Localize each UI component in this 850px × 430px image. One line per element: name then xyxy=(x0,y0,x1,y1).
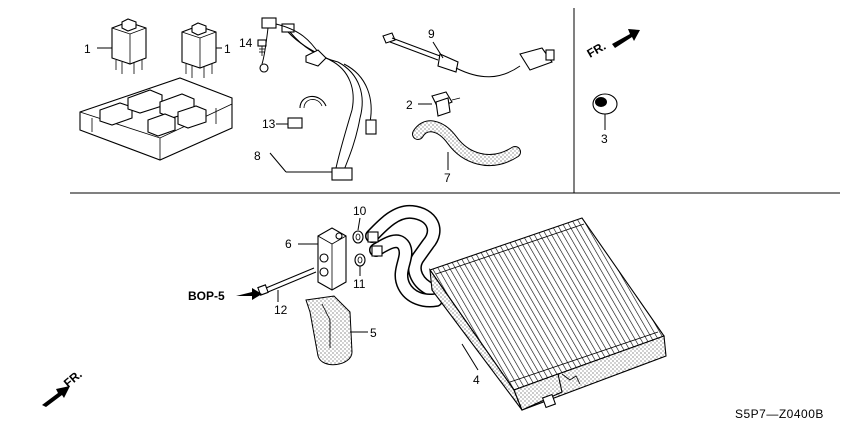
relay-right xyxy=(181,22,217,78)
front-arrow-upper-icon xyxy=(612,29,640,48)
evaporator xyxy=(365,204,667,411)
grommet xyxy=(431,91,461,117)
label-harness: 8 xyxy=(254,149,261,163)
bolt xyxy=(257,267,317,296)
front-arrow-lower-icon xyxy=(42,386,70,407)
label-bolt: 12 xyxy=(274,303,288,317)
o-ring-lower xyxy=(354,253,366,267)
upper-panel-frame xyxy=(70,8,840,194)
label-thermistor: 9 xyxy=(428,27,435,41)
thermistor xyxy=(382,32,555,78)
front-arrow-lower: FR. xyxy=(42,367,85,407)
relay-box xyxy=(79,77,233,161)
reference-label: BOP-5 xyxy=(188,289,225,303)
o-ring-upper xyxy=(352,230,364,244)
expansion-valve xyxy=(317,227,347,291)
harness xyxy=(259,17,377,181)
label-expansion-valve: 6 xyxy=(285,237,292,251)
label-bushing: 3 xyxy=(601,132,608,146)
label-o-ring-upper: 10 xyxy=(353,204,367,218)
seal xyxy=(305,295,353,366)
label-screw: 14 xyxy=(239,36,253,50)
label-relay-left: 1 xyxy=(84,42,91,56)
label-grommet: 2 xyxy=(406,98,413,112)
drain-hose xyxy=(412,120,521,166)
label-o-ring-lower: 11 xyxy=(353,277,366,291)
label-seal: 5 xyxy=(370,326,377,340)
label-relay-right: 1 xyxy=(224,42,231,56)
clip xyxy=(287,95,327,129)
relay-left xyxy=(111,18,147,74)
diagram-code: S5P7—Z0400B xyxy=(735,407,824,421)
bushing xyxy=(592,93,618,115)
label-clip: 13 xyxy=(262,117,276,131)
front-label-lower: FR. xyxy=(61,367,85,390)
reference-arrow-icon xyxy=(236,288,262,300)
front-arrow-upper: FR. xyxy=(585,29,640,61)
label-drain-hose: 7 xyxy=(444,171,451,185)
front-label-upper: FR. xyxy=(585,39,609,61)
label-evaporator: 4 xyxy=(473,373,480,387)
